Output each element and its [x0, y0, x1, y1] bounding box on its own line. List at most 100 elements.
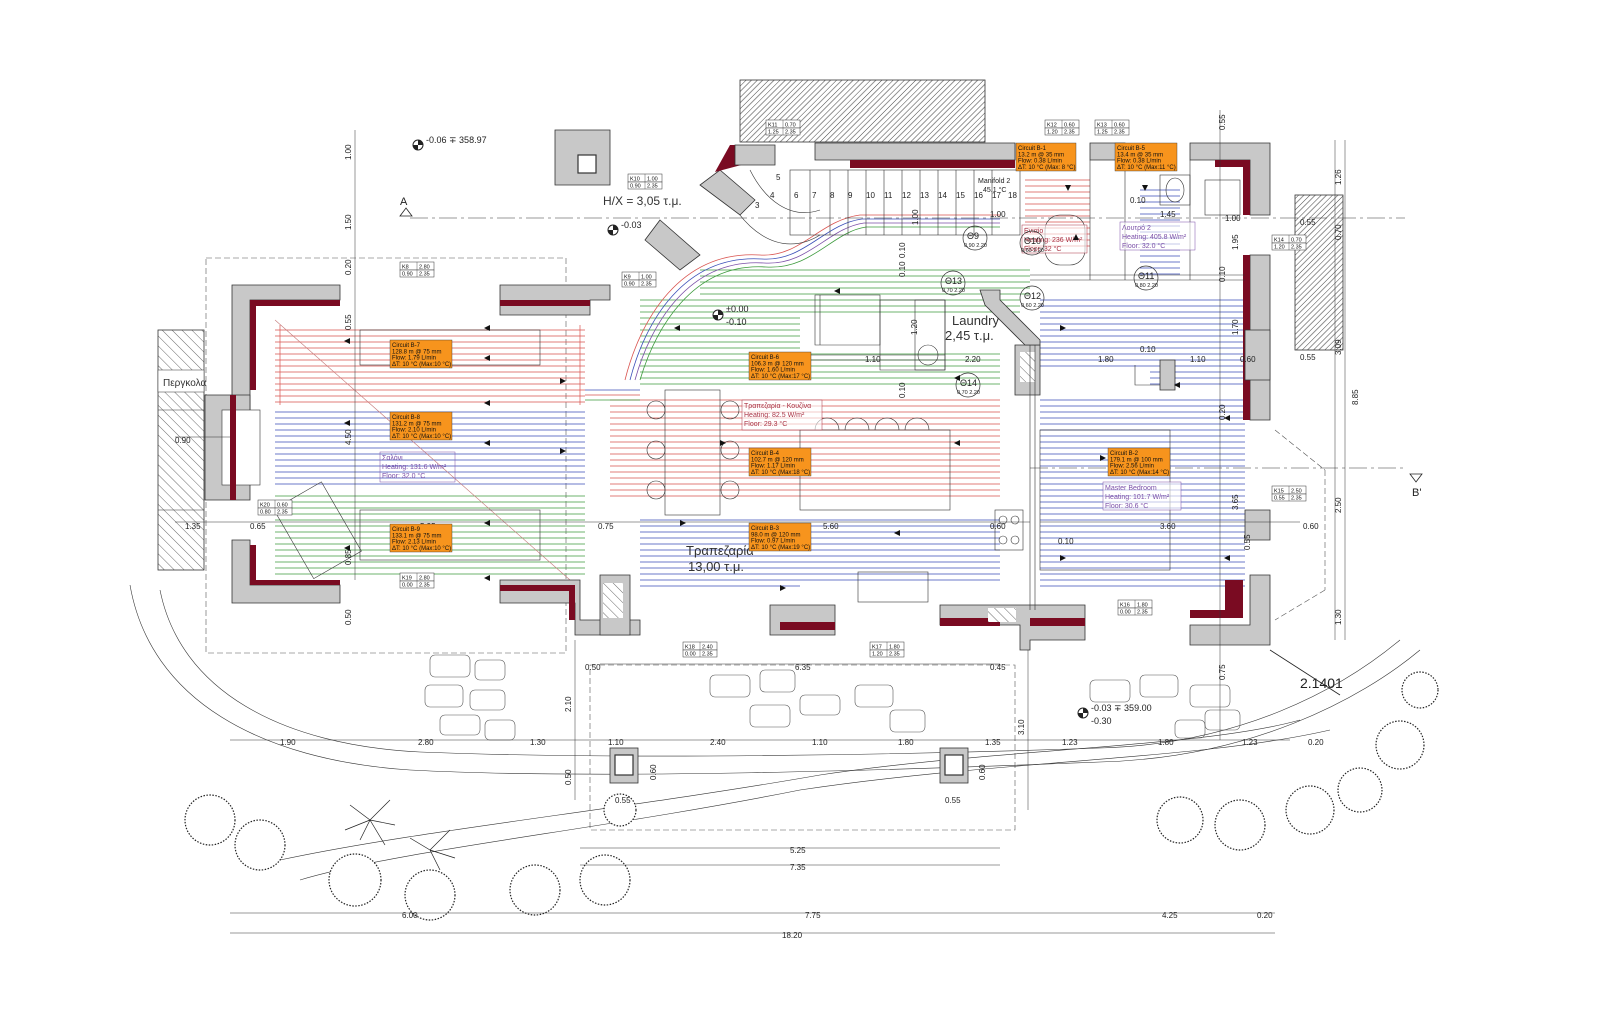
zone-master-name: Master Bedroom — [1105, 485, 1157, 492]
circuit-tag-line: 13.2 m @ 35 mm — [1018, 152, 1064, 158]
laundry-label: Laundry — [952, 313, 999, 328]
dimension-texts: 1.00 1.50 0.20 0.55 4.50 0.85 0.50 0.90 … — [175, 114, 1360, 940]
circuit-tag-line: 98.0 m @ 120 mm — [751, 532, 800, 538]
dim-text: 0.60 — [1240, 355, 1256, 364]
window-tag-w: 2.80 — [419, 576, 430, 582]
window-tag-a: 0.00 — [685, 652, 696, 658]
window-tag-code: K9 — [624, 275, 631, 281]
stair-step-18: 18 — [1008, 191, 1017, 200]
pergola-label: Περγκολα — [163, 378, 206, 389]
thermostat-label: Θ12 — [1024, 291, 1041, 301]
stair-area-label: H/X = 3,05 τ.μ. — [603, 194, 682, 208]
dim-text: 1.10 — [865, 355, 881, 364]
window-tag-a: 0.90 — [402, 272, 413, 278]
stair-step-10: 10 — [866, 191, 875, 200]
dim-text: 1.26 — [1334, 169, 1343, 185]
thermostat-sub: 0.90 2.20 — [964, 243, 987, 249]
dim-text: 3.09 — [1334, 339, 1343, 355]
window-tag-a: 0.00 — [1120, 610, 1131, 616]
dim-text: 1.30 — [1334, 609, 1343, 625]
circuit-tag-line: ΔT: 10 °C (Max: 8 °C) — [1018, 165, 1075, 171]
dim-text: 1.10 — [608, 738, 624, 747]
thermostat-sub: 0.60 2.20 — [1021, 248, 1044, 254]
dim-text: 1.23 — [1242, 738, 1258, 747]
dim-text: 1.80 — [1098, 355, 1114, 364]
circuit-tag-line: Flow: 0.38 L/min — [1018, 159, 1062, 165]
dim-text: 0.10 — [1140, 345, 1156, 354]
stair-step-8: 8 — [830, 191, 835, 200]
window-tag-w: 1.80 — [889, 645, 900, 651]
elevation-entry-sub: -0.10 — [726, 317, 747, 327]
dim-text: 0.10 — [1218, 266, 1227, 282]
window-tag-code: K15 — [1274, 489, 1284, 495]
zone-living-floor: Floor: 32.0 °C — [382, 472, 425, 480]
wall-se — [1189, 574, 1271, 646]
window-tag-code: K11 — [768, 123, 777, 129]
circuit-tag-line: 133.1 m @ 75 mm — [392, 533, 441, 539]
zone-living-name: Σαλόνι — [382, 454, 403, 462]
zone-bath-heat: Heating: 405.8 W/m² — [1122, 234, 1187, 241]
window-tag-code: K12 — [1047, 123, 1057, 129]
manifold-temp: 45.1 °C — [983, 186, 1006, 194]
sofa — [359, 509, 541, 561]
dim-text: 0.10 — [898, 261, 907, 277]
window-tag-a: 0.90 — [624, 282, 635, 288]
elevation-stair: -0.03 — [621, 220, 642, 230]
dim-text: 2.20 — [965, 355, 981, 364]
dim-text: 6.00 — [402, 911, 418, 920]
window-tag-a: 0.00 — [402, 583, 413, 589]
circuit-tag-line: Flow: 1.79 L/min — [392, 356, 436, 362]
circuit-tag-line: 13.4 m @ 35 mm — [1117, 152, 1163, 158]
window-tag-a: 1.25 — [1097, 130, 1108, 136]
stair-step-6: 6 — [794, 191, 799, 200]
pergola-hatch — [157, 329, 205, 571]
window-tag-w: 1.80 — [1137, 603, 1148, 609]
sink — [857, 571, 929, 603]
dim-text: 2.10 — [564, 696, 573, 712]
window-tag-b: 2.35 — [1291, 245, 1302, 251]
dim-text: 1.35 — [985, 738, 1001, 747]
circuit-tag-line: 131.2 m @ 75 mm — [392, 421, 441, 427]
window-tag-a: 0.80 — [260, 510, 271, 516]
dim-text: 6.35 — [795, 663, 811, 672]
dining-area: 13,00 τ.μ. — [688, 559, 744, 574]
thermostat-1: Θ90.90 2.20 — [962, 225, 988, 251]
manifold-label: Manifold 2 — [978, 178, 1010, 185]
dim-text: 1.70 — [1231, 319, 1240, 335]
zone-kitchen-heat: Heating: 82.5 W/m² — [744, 412, 805, 419]
dim-text: 5.25 — [790, 846, 806, 855]
circuit-tag-box — [389, 339, 453, 369]
window-tag-code: K14 — [1274, 238, 1284, 244]
circuit-tag-line: 102.7 m @ 120 mm — [751, 457, 804, 463]
circuit-tag-line: Circuit B-1 — [1018, 146, 1047, 152]
circuit-tag-line: ΔT: 10 °C (Max:19 °C) — [751, 545, 810, 551]
stair-step-12: 12 — [902, 191, 911, 200]
dim-text: 0.55 — [1300, 353, 1316, 362]
dim-text: 1.00 — [990, 210, 1006, 219]
dim-text: 0.10 — [1130, 196, 1146, 205]
dining-label: Τραπεζαρία — [686, 543, 754, 558]
zone-kitchen-floor: Floor: 29.3 °C — [744, 420, 787, 428]
dim-text: 0.55 — [615, 796, 631, 805]
circuit-tag-line: Flow: 2.56 L/min — [1110, 464, 1154, 470]
thermostat-sub: 0.70 2.20 — [957, 390, 980, 396]
window-tag-b: 2.35 — [419, 272, 430, 278]
dim-text: 0.90 — [175, 436, 191, 445]
elevation-top: -0.06 ∓ 358.97 — [426, 135, 487, 145]
dim-text: 1.00 — [1225, 214, 1241, 223]
window-tag-b: 2.35 — [641, 282, 652, 288]
window-tag-a: 0.55 — [1274, 496, 1285, 502]
dim-text: 0.10 — [1058, 537, 1074, 546]
thermostat-label: Θ10 — [1024, 236, 1041, 246]
armchair — [273, 481, 362, 580]
circuit-tag-line: ΔT: 10 °C (Max:10 °C) — [392, 362, 451, 368]
